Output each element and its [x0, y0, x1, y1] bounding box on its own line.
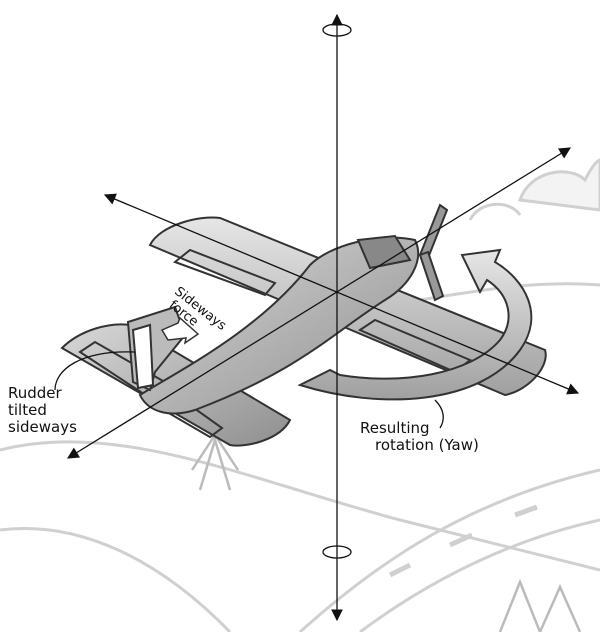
leader-rudder [54, 351, 136, 391]
rudder-label: Rudder tilted sideways [8, 385, 77, 436]
axes [54, 13, 580, 622]
hill [0, 440, 600, 572]
label-line: sideways [8, 418, 77, 436]
road-marking [388, 504, 538, 578]
rotation-symbol-top [322, 23, 352, 37]
tree [498, 578, 582, 632]
road [359, 518, 600, 632]
label-line: Rudder [8, 384, 62, 402]
cloud [468, 202, 522, 221]
rotation-label: Resulting rotation (Yaw) [360, 420, 479, 454]
label-line: Resulting [360, 419, 430, 437]
hill [0, 527, 232, 632]
longitudinal-axis [67, 147, 571, 459]
leader-rotation [434, 399, 444, 429]
rotation-symbol-bottom [322, 545, 352, 559]
label-line: tilted [8, 401, 47, 419]
road [298, 468, 600, 632]
propeller [418, 203, 449, 302]
label-line: rotation (Yaw) [375, 436, 479, 454]
background-landscape [0, 158, 600, 632]
cloud [517, 158, 600, 212]
